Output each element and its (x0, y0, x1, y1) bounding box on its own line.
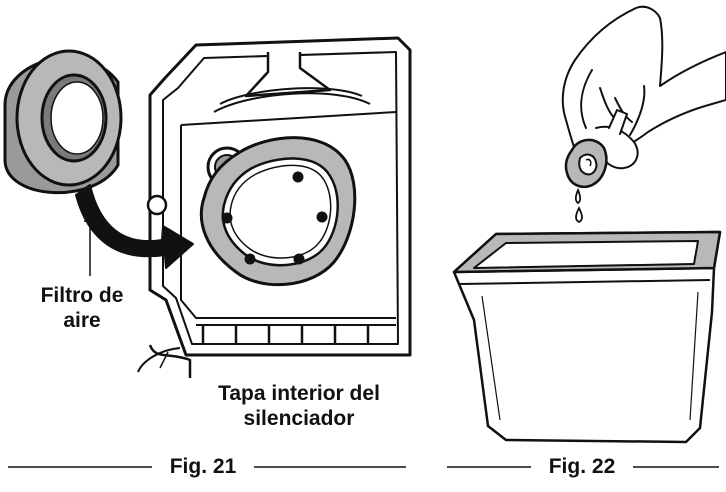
air-filter-label: Filtro de aire (22, 283, 142, 333)
muffler-cover-label-line2: silenciador (243, 407, 355, 430)
curved-arrow-icon (75, 184, 194, 269)
squeezed-filter (564, 138, 608, 188)
tray-icon (452, 230, 722, 444)
muffler-cover-label-line1: Tapa interior del (218, 382, 380, 405)
fig21-caption: Fig. 21 (169, 455, 237, 478)
air-filter-label-line1: Filtro de (40, 284, 124, 307)
muffler-housing (137, 36, 412, 378)
air-filter-label-line2: aire (63, 309, 101, 332)
muffler-cover-label: Tapa interior del silenciador (194, 381, 404, 431)
filter-leader (84, 202, 96, 276)
fig22-caption: Fig. 22 (548, 455, 616, 478)
filter-seat (199, 136, 357, 287)
air-filter-ring-icon (3, 49, 123, 194)
oil-drop-icon (574, 187, 583, 224)
